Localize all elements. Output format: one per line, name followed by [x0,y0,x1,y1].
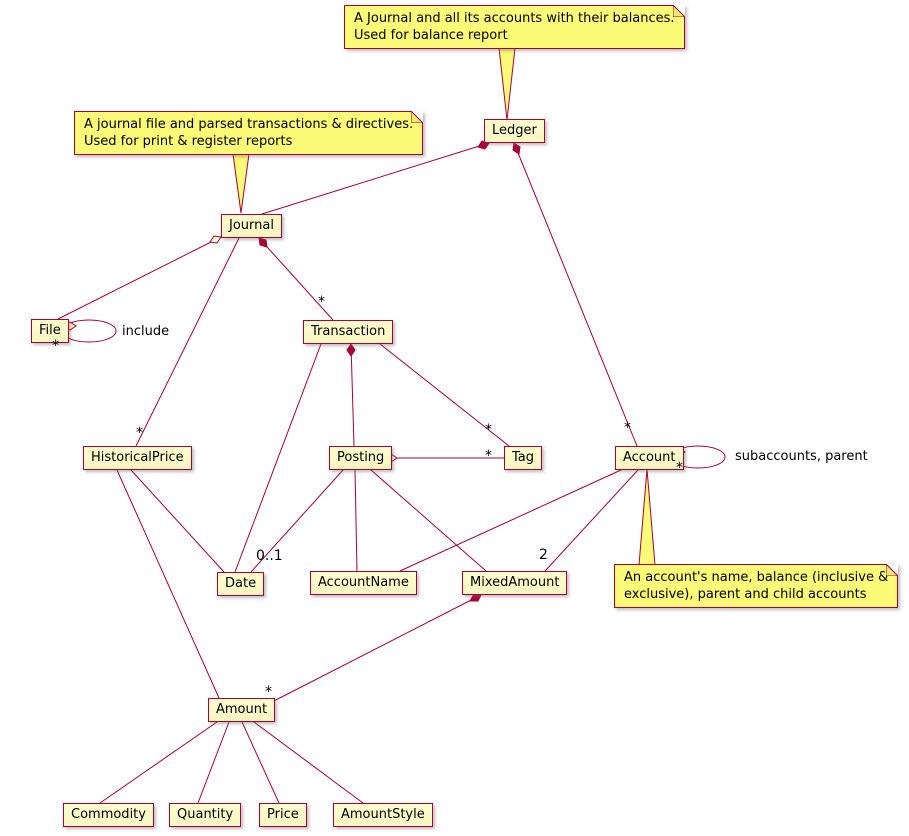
edge-posting-date [250,469,344,573]
class-box-commodity: Commodity [63,803,154,827]
note-account: An account's name, balance (inclusive & … [614,564,899,608]
edge-mixedamount-amount [265,594,482,706]
class-box-price: Price [259,803,307,827]
composition-diamond-mixedamount-amount [469,593,482,602]
note-tail-ledger [498,47,516,121]
class-box-amountstyle: AmountStyle [333,803,433,827]
edge-transaction-tag [379,343,510,447]
multiplicity-journal-historicalprice: * [136,425,143,441]
edge-amount-amountstyle [253,721,364,804]
multiplicity-posting-tag: * [485,448,492,464]
class-box-amount: Amount [208,698,276,722]
edge-account-accountname [399,469,622,572]
edge-posting-accountname [354,469,358,572]
class-box-transaction: Transaction [303,320,394,344]
edge-historicalprice-date [130,469,225,573]
note-fold-icon [411,111,424,123]
class-box-account: Account [615,446,684,470]
note-ledger: A Journal and all its accounts with thei… [344,5,685,49]
edge-posting-mixedamount [370,469,487,572]
class-box-ledger: Ledger [484,119,545,143]
class-box-accountname: AccountName [310,571,417,595]
aggregation-diamond-journal-file [209,235,222,244]
note-tail-journal [232,153,250,214]
edge-amount-price [241,721,280,804]
class-box-quantity: Quantity [169,803,242,827]
note-ledger-line2: Used for balance report [354,28,508,43]
class-box-tag: Tag [504,446,543,470]
edge-label-include: include [122,324,170,339]
composition-diamond-journal-transaction [258,237,268,248]
class-box-date: Date [217,572,265,596]
edge-transaction-date [234,343,322,573]
multiplicity-account-mixedamount: 2 [539,547,548,563]
class-box-journal: Journal [221,214,282,238]
edge-journal-transaction [258,237,334,321]
note-account-line2: exclusive), parent and child accounts [624,587,867,602]
class-box-file: File [31,319,69,343]
multiplicity-ledger-account: * [624,420,631,436]
note-ledger-line1: A Journal and all its accounts with thei… [354,11,675,26]
composition-diamond-transaction-posting [346,343,356,357]
edge-transaction-posting [350,343,355,447]
edge-amount-commodity [99,721,218,804]
multiplicity-journal-transaction: * [318,294,325,310]
multiplicity-posting-date: 0..1 [256,548,283,564]
note-journal: A journal file and parsed transactions &… [74,111,424,155]
note-journal-line2: Used for print & register reports [84,134,293,149]
class-box-historicalprice: HistoricalPrice [83,446,192,470]
edge-label-subaccounts-parent: subaccounts, parent [735,449,868,464]
edge-ledger-account [513,142,638,447]
edge-amount-quantity [197,721,230,804]
multiplicity-transaction-tag: * [485,422,492,438]
multiplicity-account-subaccounts: * [676,460,683,476]
edge-journal-historicalprice [135,237,240,447]
edge-historicalprice-amount [116,469,220,699]
class-box-mixedamount: MixedAmount [462,571,568,595]
note-journal-line1: A journal file and parsed transactions &… [84,117,414,132]
multiplicity-file-include: * [52,338,59,354]
note-tail-account [638,468,656,566]
edge-ledger-journal [261,142,490,215]
class-box-posting: Posting [329,446,393,470]
note-account-line1: An account's name, balance (inclusive & [624,570,889,585]
note-fold-icon [886,564,899,576]
edge-journal-file [57,236,222,320]
edge-account-mixedamount [544,469,639,572]
composition-diamond-ledger-account [512,142,521,155]
multiplicity-mixedamount-amount: * [265,684,272,700]
note-fold-icon [672,5,685,17]
